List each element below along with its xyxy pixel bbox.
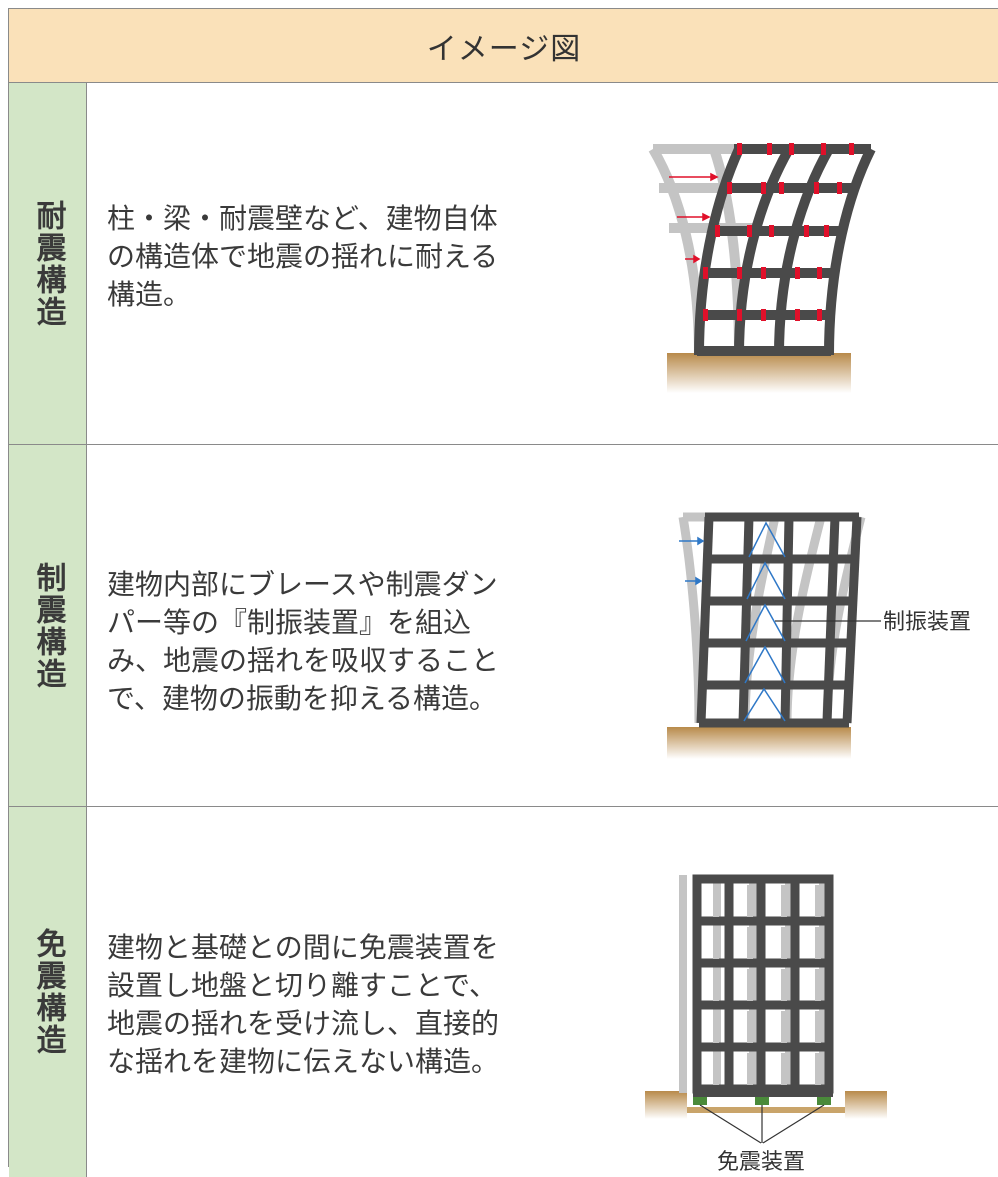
menshin-diagram: 免震装置 bbox=[645, 874, 887, 1175]
ground bbox=[687, 1107, 845, 1113]
row-label: 免震構造 bbox=[9, 807, 87, 1177]
row-label-text: 耐震構造 bbox=[30, 199, 66, 328]
callout-label: 制振装置 bbox=[883, 610, 971, 635]
sway-arrows bbox=[679, 536, 705, 586]
row-label-text: 制震構造 bbox=[30, 561, 66, 690]
brace-dampers bbox=[743, 521, 786, 722]
row-taishin: 耐震構造 柱・梁・耐震壁など、建物自体の構造体で地震の揺れに耐える構造。 bbox=[9, 83, 998, 445]
sway-arrows bbox=[669, 172, 719, 264]
joint-markers bbox=[703, 143, 854, 321]
callout-label: 免震装置 bbox=[717, 1150, 805, 1175]
row-label: 耐震構造 bbox=[9, 83, 87, 444]
ghost-overlay bbox=[713, 885, 821, 1085]
ground bbox=[667, 727, 851, 759]
ground bbox=[645, 1091, 687, 1119]
isolators bbox=[693, 1095, 831, 1105]
row-description: 柱・梁・耐震壁など、建物自体の構造体で地震の揺れに耐える構造。 bbox=[107, 202, 499, 311]
row-seishin: 制震構造 建物内部にブレースや制震ダンパー等の『制振装置』を組込み、地震の揺れを… bbox=[9, 445, 998, 807]
ground bbox=[845, 1091, 887, 1119]
row-label-text: 免震構造 bbox=[30, 928, 66, 1056]
callout-lines bbox=[699, 1104, 825, 1144]
base-slab bbox=[693, 1093, 833, 1097]
row-description: 建物内部にブレースや制震ダンパー等の『制振装置』を組込み、地震の揺れを吸収するこ… bbox=[107, 568, 500, 715]
structure-frame bbox=[694, 144, 876, 356]
structure-frame bbox=[696, 512, 862, 728]
taishin-diagram bbox=[648, 143, 876, 393]
row-description: 建物と基礎との間に免震装置を設置し地盤と切り離すことで、地震の揺れを受け流し、直… bbox=[107, 931, 500, 1078]
row-label: 制震構造 bbox=[9, 445, 87, 806]
structure-frame bbox=[692, 874, 834, 1094]
comparison-table: イメージ図 耐震構造 柱・梁・耐震壁など、建物自体の構造体で地震の揺れに耐える構… bbox=[8, 8, 998, 1177]
seishin-diagram: 制振装置 bbox=[667, 512, 971, 759]
table-header: イメージ図 bbox=[9, 9, 998, 83]
ground bbox=[667, 353, 851, 393]
row-menshin: 免震構造 建物と基礎との間に免震装置を設置し地盤と切り離すことで、地震の揺れを受… bbox=[9, 807, 998, 1177]
header-title: イメージ図 bbox=[426, 31, 582, 67]
